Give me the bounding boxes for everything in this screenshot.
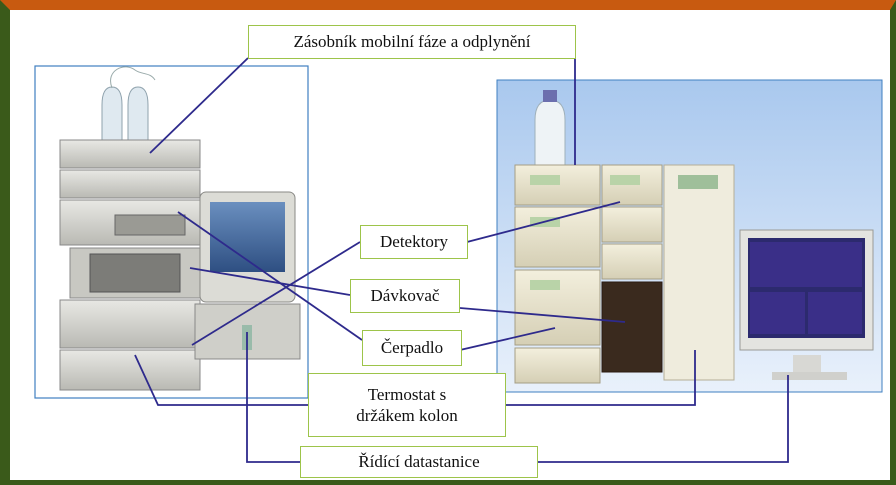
label-autosampler: Dávkovač: [350, 279, 460, 313]
label-autosampler-text: Dávkovač: [370, 286, 440, 306]
connector-detectors-left: [191, 241, 361, 346]
slide-canvas: Zásobník mobilní fáze a odplynění Detekt…: [10, 10, 890, 480]
label-reservoir: Zásobník mobilní fáze a odplynění: [248, 25, 576, 59]
label-pump-text: Čerpadlo: [380, 338, 444, 358]
connector-reservoir-left: [149, 57, 249, 154]
label-datastation-text: Řídící datastanice: [358, 452, 480, 472]
connector-autosampler-right: [459, 307, 626, 323]
connector-pump-left: [177, 211, 363, 341]
connector-lines: [134, 57, 789, 463]
diagram-svg: [34, 57, 883, 463]
label-reservoir-text: Zásobník mobilní fáze a odplynění: [293, 32, 531, 52]
connector-detectors-right: [466, 201, 621, 243]
label-datastation: Řídící datastanice: [300, 446, 538, 478]
label-thermostat: Termostat s držákem kolon: [308, 373, 506, 437]
hplc-system-agilent-photo: [34, 65, 309, 399]
connector-autosampler-left: [189, 267, 351, 296]
connector-thermostat-left: [134, 354, 308, 406]
connector-datastation-right: [538, 375, 789, 463]
connector-datastation-left: [246, 332, 300, 463]
label-detectors-text: Detektory: [380, 232, 448, 252]
label-pump: Čerpadlo: [362, 330, 462, 366]
label-thermostat-line1: Termostat s: [367, 384, 447, 404]
connector-thermostat-right: [506, 350, 696, 406]
connector-pump-right: [459, 327, 556, 351]
label-detectors: Detektory: [360, 225, 468, 259]
label-thermostat-line2: držákem kolon: [356, 406, 458, 425]
hplc-system-shimadzu-photo: [496, 79, 883, 393]
